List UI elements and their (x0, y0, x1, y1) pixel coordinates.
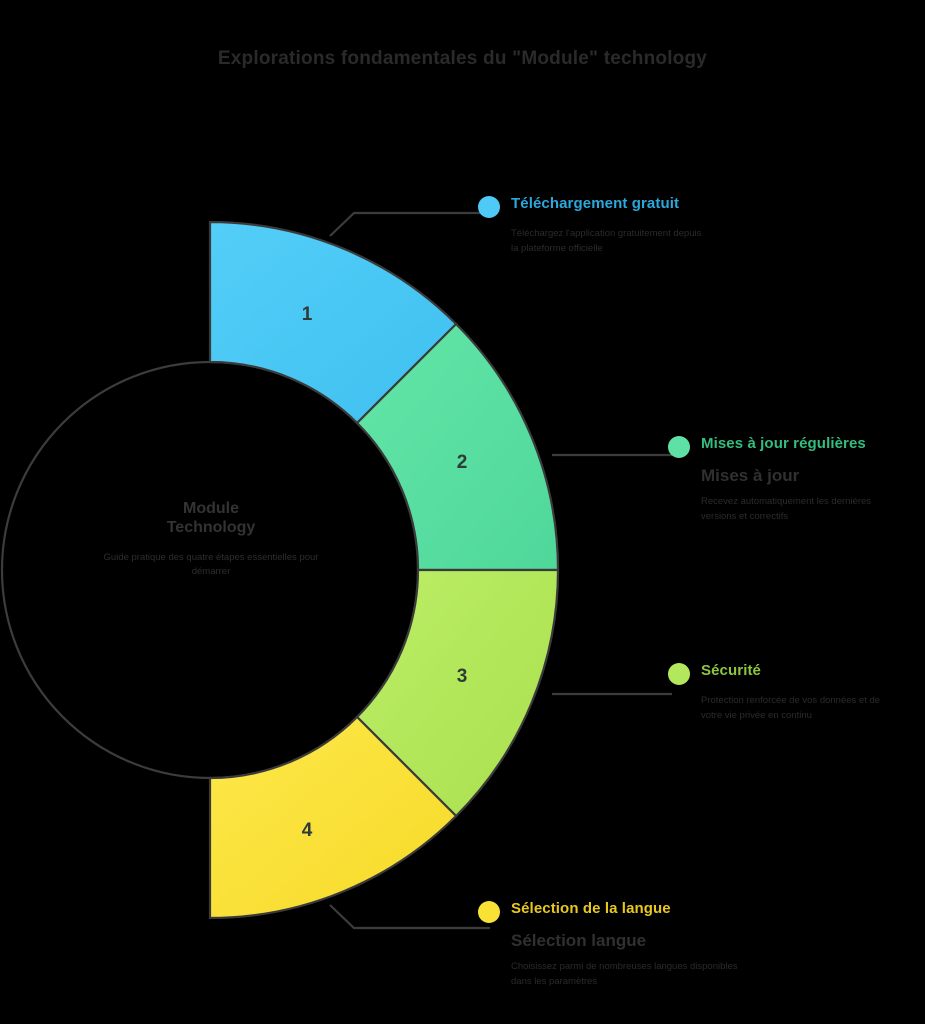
callout-body-2: Recevez automatiquement les dernières ve… (701, 496, 872, 523)
bullet-dot-icon-1 (478, 196, 500, 218)
segment-number-3: 3 (457, 666, 468, 687)
callout-subtitle-4: Sélection langue (511, 931, 647, 950)
callout-step-3[interactable]: Sécurité Protection renforcée de vos don… (668, 662, 903, 723)
callout-body-3: Protection renforcée de vos données et d… (701, 695, 881, 721)
segment-number-1: 1 (302, 304, 313, 325)
outer-circle-outline (0, 360, 420, 780)
callout-step-2[interactable]: Mises à jour régulières Mises à jour Rec… (668, 435, 903, 525)
callout-subtitle-2: Mises à jour (701, 466, 800, 485)
callout-step-1[interactable]: Téléchargement gratuit Téléchargez l'app… (478, 195, 708, 256)
callout-header-2: Mises à jour régulières (668, 435, 903, 458)
callout-step-4[interactable]: Sélection de la langue Sélection langue … (478, 900, 748, 990)
segment-number-4: 4 (302, 820, 313, 841)
callout-title-1: Téléchargement gratuit (511, 195, 680, 212)
page-title: Explorations fondamentales du "Module" t… (217, 48, 708, 69)
callout-title-4: Sélection de la langue (511, 900, 671, 917)
bullet-dot-icon-2 (668, 436, 690, 458)
callout-header-3: Sécurité (668, 662, 903, 685)
callout-header-1: Téléchargement gratuit (478, 195, 708, 218)
callout-body-4: Choisissez parmi de nombreuses langues d… (511, 961, 738, 988)
connector-line-4 (329, 904, 490, 930)
bullet-dot-icon-4 (478, 901, 500, 923)
connector-line-1 (329, 211, 490, 237)
segment-number-2: 2 (457, 452, 468, 473)
callout-header-4: Sélection de la langue (478, 900, 748, 923)
bullet-dot-icon-3 (668, 663, 690, 685)
callout-title-2: Mises à jour régulières (701, 435, 866, 452)
callout-body-1: Téléchargez l'application gratuitement d… (511, 228, 702, 254)
donut-segment-4[interactable] (208, 715, 458, 920)
callout-title-3: Sécurité (701, 662, 761, 679)
